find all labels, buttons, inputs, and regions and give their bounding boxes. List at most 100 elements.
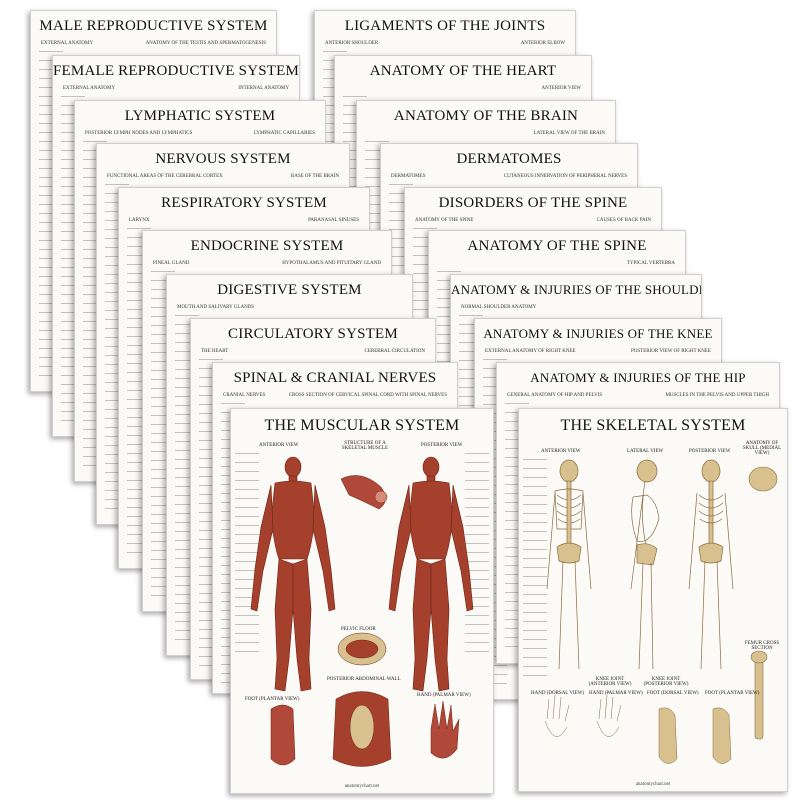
poster-subheadings: ANTERIOR VIEW — [345, 86, 582, 91]
poster-subheading: THE HEART — [201, 349, 229, 354]
poster-title: ANATOMY & INJURIES OF THE SHOULDER — [451, 282, 702, 297]
poster-subheading: CAUSES OF BACK PAIN — [596, 218, 651, 223]
poster-subheading: NORMAL SHOULDER ANATOMY — [461, 305, 537, 310]
femur-cross-section-label: FEMUR CROSS SECTION — [744, 641, 780, 651]
poster-subheading: FUNCTIONAL AREAS OF THE CEREBRAL CORTEX — [107, 174, 223, 179]
skeletal-system-poster: THE SKELETAL SYSTEM ANTERIOR VIEW LATERA… — [518, 408, 788, 792]
label-lines-left — [235, 453, 259, 653]
label-lines-right — [465, 453, 489, 653]
poster-subheadings: FUNCTIONAL AREAS OF THE CEREBRAL CORTEX B… — [107, 174, 339, 179]
foot-plantar-label: FOOT (PLANTAR VIEW) — [705, 691, 760, 696]
poster-subheadings: EXTERNAL ANATOMY OF RIGHT KNEE POSTERIOR … — [485, 349, 711, 354]
hand-palmar-label: HAND (PALMAR VIEW) — [589, 691, 643, 696]
poster-title: THE MUSCULAR SYSTEM — [264, 417, 460, 434]
poster-title: FEMALE REPRODUCTIVE SYSTEM — [53, 63, 300, 79]
poster-subheadings: DERMATOMES CUTANEOUS INNERVATION OF PERIP… — [391, 174, 627, 179]
poster-title: CIRCULATORY SYSTEM — [228, 326, 398, 342]
poster-title: RESPIRATORY SYSTEM — [161, 195, 327, 211]
poster-subheading: CRANIAL NERVES — [223, 393, 266, 398]
poster-title: ANATOMY & INJURIES OF THE KNEE — [483, 326, 713, 341]
muscle-structure-detail — [340, 475, 388, 510]
femur-cross-section — [750, 650, 768, 740]
poster-subheadings: EXTERNAL ANATOMY INTERNAL ANATOMY — [63, 86, 289, 91]
poster-title: DERMATOMES — [456, 151, 562, 167]
knee-anterior-label: KNEE JOINT (ANTERIOR VIEW) — [588, 677, 632, 687]
foot-plantar-illustration — [270, 704, 296, 766]
poster-subheadings: ANATOMY OF THE SPINE CAUSES OF BACK PAIN — [415, 218, 651, 223]
skull-detail — [748, 466, 778, 492]
poster-subheading: CROSS SECTION OF CERVICAL SPINAL CORD WI… — [288, 393, 447, 398]
poster-title: NERVOUS SYSTEM — [155, 151, 291, 167]
poster-subheadings: LATERAL VIEW OF THE BRAIN — [367, 131, 605, 136]
knee-posterior-label: KNEE JOINT (POSTERIOR VIEW) — [643, 677, 689, 687]
hand-foot-details — [544, 694, 732, 764]
poster-subheading: PINEAL GLAND — [153, 261, 190, 266]
poster-title: DIGESTIVE SYSTEM — [217, 282, 362, 298]
poster-subheading: HYPOTHALAMUS AND PITUITARY GLAND — [282, 261, 381, 266]
skeleton-figures-illustration — [544, 459, 778, 764]
poster-title: ANATOMY & INJURIES OF THE HIP — [530, 370, 746, 385]
posterior-muscle-figure — [388, 456, 474, 692]
posterior-view-label: POSTERIOR VIEW — [689, 449, 731, 454]
poster-subheading: CUTANEOUS INNERVATION OF PERIPHERAL NERV… — [503, 174, 627, 179]
poster-subheadings: TYPICAL VERTEBRA — [439, 261, 675, 266]
poster-subheading: INTERNAL ANATOMY — [238, 86, 289, 91]
lateral-skeleton-figure — [630, 459, 660, 670]
poster-title: LYMPHATIC SYSTEM — [124, 108, 276, 124]
poster-subheading: MOUTH AND SALIVARY GLANDS — [177, 305, 255, 310]
poster-subheading: TYPICAL VERTEBRA — [626, 261, 675, 266]
pelvic-floor-label: PELVIC FLOOR — [341, 627, 376, 632]
poster-subheadings: PINEAL GLAND HYPOTHALAMUS AND PITUITARY G… — [153, 261, 381, 266]
poster-subheading: EXTERNAL ANATOMY OF RIGHT KNEE — [485, 349, 576, 354]
poster-subheading: GENERAL ANATOMY OF HIP AND PELVIS — [507, 393, 603, 398]
anterior-skeleton-figure — [546, 459, 592, 670]
abdominal-wall-label: POSTERIOR ABDOMINAL WALL — [327, 677, 401, 682]
poster-subheading: CEREBRAL CIRCULATION — [364, 349, 425, 354]
poster-subheading: MUSCLES IN THE PELVIS AND UPPER THIGH — [665, 393, 769, 398]
poster-title: LIGAMENTS OF THE JOINTS — [344, 18, 546, 34]
posterior-skeleton-figure — [688, 459, 734, 670]
poster-title: ANATOMY OF THE BRAIN — [393, 108, 579, 124]
poster-subheading: ANTERIOR VIEW — [541, 86, 582, 91]
poster-title: DISORDERS OF THE SPINE — [438, 195, 628, 211]
hand-dorsal-label: HAND (DORSAL VIEW) — [531, 691, 585, 696]
poster-subheading: ANTERIOR SHOULDER — [325, 41, 379, 46]
skull-medial-label: ANATOMY OF SKULL (MEDIAL VIEW) — [742, 441, 782, 456]
hand-palmar-illustration — [430, 700, 460, 759]
poster-footer: anatomychart.net — [344, 784, 380, 789]
poster-subheadings: ANTERIOR SHOULDER ANTERIOR ELBOW — [325, 41, 565, 46]
posterior-view-label: POSTERIOR VIEW — [421, 443, 463, 448]
poster-subheadings: NORMAL SHOULDER ANATOMY — [461, 305, 691, 310]
poster-subheading: POSTERIOR LYMPH NODES AND LYMPHATICS — [85, 131, 193, 136]
poster-subheading: ANTERIOR ELBOW — [520, 41, 565, 46]
poster-subheadings: CRANIAL NERVES CROSS SECTION OF CERVICAL … — [223, 393, 447, 398]
lateral-view-label: LATERAL VIEW — [627, 449, 664, 454]
poster-subheading: POSTERIOR VIEW OF RIGHT KNEE — [630, 349, 711, 354]
anterior-view-label: ANTERIOR VIEW — [541, 449, 581, 454]
poster-subheadings: LARYNX PARANASAL SINUSES — [129, 218, 359, 223]
muscle-structure-label: STRUCTURE OF A SKELETAL MUSCLE — [341, 441, 389, 451]
poster-subheading: ANATOMY OF THE TESTIS AND SPERMATOGENESI… — [145, 41, 266, 46]
poster-title: MALE REPRODUCTIVE SYSTEM — [39, 18, 268, 34]
poster-subheadings: THE HEART CEREBRAL CIRCULATION — [201, 349, 425, 354]
foot-dorsal-label: FOOT (DORSAL VIEW) — [647, 691, 699, 696]
abdominal-wall-illustration — [332, 691, 392, 767]
poster-title: SPINAL & CRANIAL NERVES — [233, 370, 437, 386]
poster-subheading: DERMATOMES — [391, 174, 426, 179]
poster-subheading: EXTERNAL ANATOMY — [63, 86, 116, 91]
poster-subheading: PARANASAL SINUSES — [308, 218, 359, 223]
poster-title: THE SKELETAL SYSTEM — [560, 417, 746, 434]
muscular-system-poster: THE MUSCULAR SYSTEM ANTERIOR VIEW STRUCT… — [230, 408, 494, 794]
poster-subheading: LARYNX — [129, 218, 150, 223]
label-lines-left — [523, 459, 547, 679]
poster-footer: anatomychart.net — [635, 782, 671, 787]
hand-view-label: HAND (PALMAR VIEW) — [417, 693, 471, 698]
poster-subheading: BASE OF THE BRAIN — [290, 174, 339, 179]
poster-subheading: LATERAL VIEW OF THE BRAIN — [533, 131, 605, 136]
anterior-view-label: ANTERIOR VIEW — [259, 443, 299, 448]
anterior-muscle-figure — [250, 456, 336, 692]
poster-subheading: ANATOMY OF THE SPINE — [415, 218, 474, 223]
poster-subheadings: GENERAL ANATOMY OF HIP AND PELVIS MUSCLES… — [507, 393, 769, 398]
